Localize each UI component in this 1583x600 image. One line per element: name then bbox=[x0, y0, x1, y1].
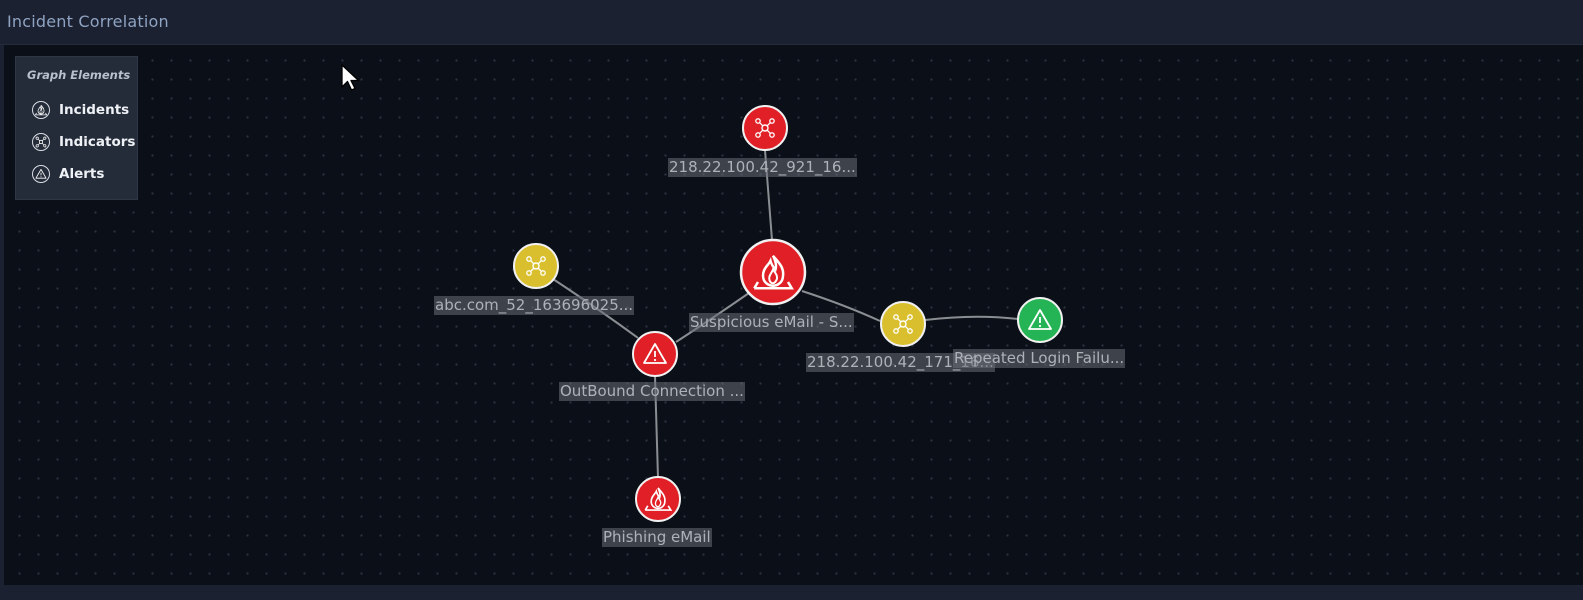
legend-item-indicators[interactable]: Indicators bbox=[32, 130, 135, 154]
node-incident-center[interactable] bbox=[739, 238, 807, 306]
node-label: Repeated Login Failu... bbox=[953, 349, 1126, 368]
node-indicator-abc[interactable] bbox=[513, 243, 559, 289]
node-label: OutBound Connection ... bbox=[559, 382, 745, 401]
node-indicator-right[interactable] bbox=[880, 301, 926, 347]
header-bar: Incident Correlation bbox=[0, 0, 1583, 45]
legend-item-alerts[interactable]: Alerts bbox=[32, 162, 104, 186]
node-label: 218.22.100.42_171_16... bbox=[806, 353, 995, 372]
edge bbox=[801, 290, 881, 322]
graph-legend: Graph Elements Incidents Indicators Aler… bbox=[15, 56, 138, 200]
legend-item-label: Indicators bbox=[59, 134, 136, 150]
node-alert-green[interactable] bbox=[1017, 297, 1063, 343]
node-label: 218.22.100.42_921_16... bbox=[668, 158, 857, 177]
node-label: Suspicious eMail - S... bbox=[689, 313, 854, 332]
legend-item-label: Incidents bbox=[59, 102, 130, 118]
mouse-cursor-icon bbox=[341, 64, 360, 91]
legend-title: Graph Elements bbox=[27, 68, 131, 82]
bottom-bar bbox=[0, 585, 1583, 600]
node-alert-outbound[interactable] bbox=[632, 331, 678, 377]
node-indicator-top[interactable] bbox=[742, 105, 788, 151]
page-title: Incident Correlation bbox=[7, 12, 169, 31]
legend-item-label: Alerts bbox=[59, 166, 105, 182]
legend-item-incidents[interactable]: Incidents bbox=[32, 98, 129, 122]
node-incident-phishing[interactable] bbox=[635, 476, 681, 522]
node-label: abc.com_52_163696025... bbox=[434, 296, 635, 315]
left-edge bbox=[0, 45, 4, 585]
network-icon bbox=[32, 133, 50, 151]
fire-icon bbox=[32, 101, 50, 119]
edge bbox=[924, 315, 1019, 321]
warning-icon bbox=[32, 165, 50, 183]
node-label: Phishing eMail bbox=[602, 528, 712, 547]
